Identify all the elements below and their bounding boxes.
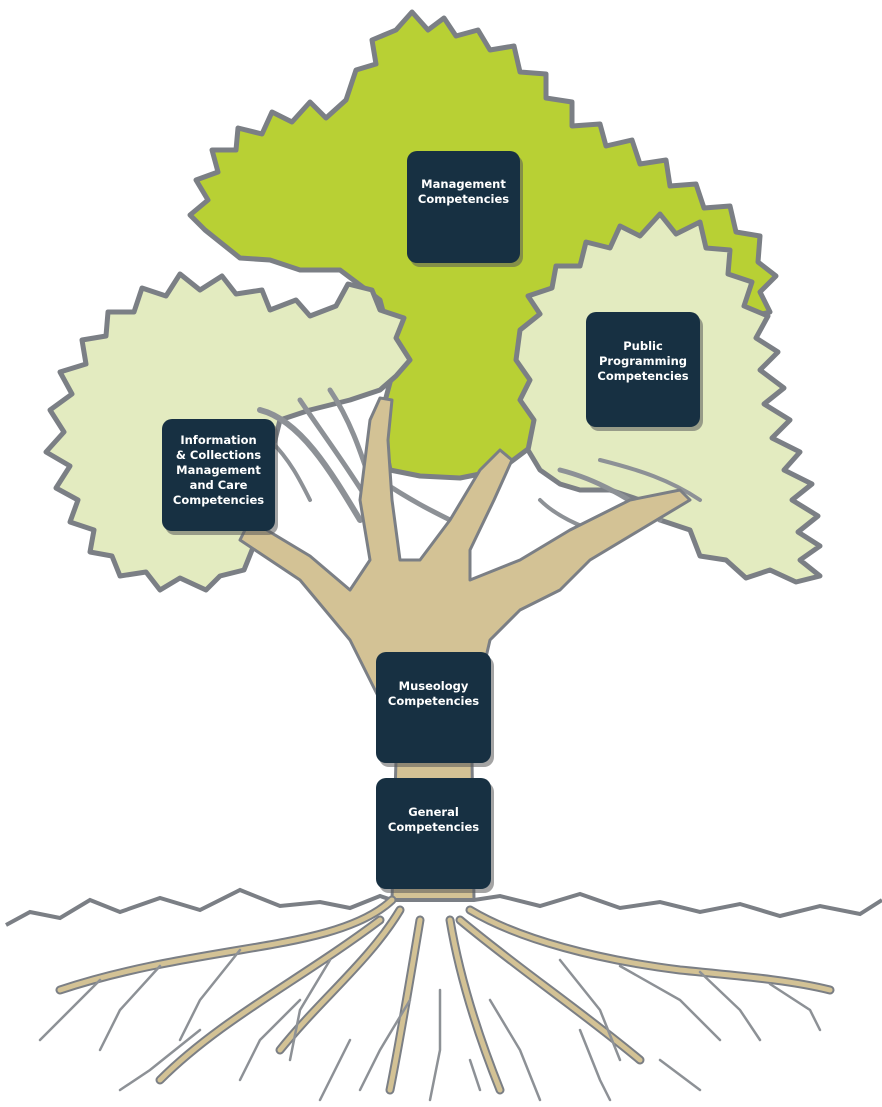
management-competencies-label: Management Competencies [417, 177, 510, 206]
museology-competencies-label: Museology Competencies [387, 679, 480, 708]
general-competencies-box: General Competencies [376, 778, 491, 889]
trunk-and-branches [238, 396, 692, 902]
information-collections-competencies-box: Information & Collections Management and… [162, 419, 275, 531]
management-competencies-box: Management Competencies [407, 151, 520, 263]
public-programming-competencies-label: Public Programming Competencies [597, 339, 689, 383]
information-collections-competencies-label: Information & Collections Management and… [172, 433, 265, 507]
museology-competencies-box: Museology Competencies [376, 652, 491, 763]
public-programming-competencies-box: Public Programming Competencies [586, 312, 700, 427]
roots [38, 895, 835, 1102]
general-competencies-label: General Competencies [387, 805, 480, 834]
